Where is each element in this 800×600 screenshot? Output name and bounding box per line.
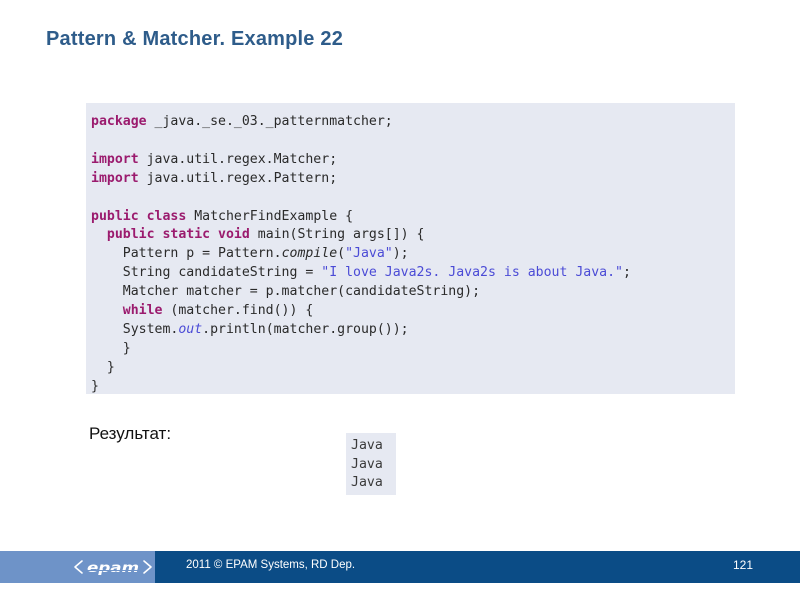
code-token: import (91, 170, 139, 186)
result-label: Результат: (89, 424, 172, 443)
code-token: _java._se._03._patternmatcher; (146, 114, 393, 129)
code-token: compile (281, 246, 338, 262)
epam-logo-icon: epam (72, 557, 154, 577)
code-token: System. (122, 321, 179, 337)
console-output-line: Java (351, 475, 383, 490)
code-line: while (matcher.find()) { (91, 302, 735, 321)
code-line: System.out.println(matcher.group()); (91, 321, 735, 340)
code-line (91, 189, 735, 208)
code-line: import java.util.regex.Pattern; (91, 170, 735, 189)
code-token: out (178, 321, 203, 337)
code-token: main(String args[]) { (249, 227, 425, 243)
code-token: ); (392, 246, 409, 262)
code-token: import (91, 151, 139, 167)
code-token: ( (337, 246, 346, 262)
code-line: } (91, 340, 735, 359)
code-token: while (122, 303, 163, 319)
code-lines: package _java._se._03._patternmatcher; i… (91, 113, 735, 394)
code-token: .println(matcher.group()); (202, 321, 409, 337)
footer-copyright: 2011 © EPAM Systems, RD Dep. (186, 559, 356, 571)
code-token: package (91, 114, 147, 129)
code-token: MatcherFindExample { (186, 208, 354, 224)
code-line (91, 132, 735, 151)
code-token: ; (622, 265, 631, 281)
code-token: (matcher.find()) { (162, 303, 314, 319)
code-line: } (91, 359, 735, 378)
code-token: } (122, 340, 131, 356)
code-token: java.util.regex.Pattern; (138, 170, 338, 186)
footer-light-band (0, 551, 155, 583)
footer-page-number: 121 (733, 558, 754, 572)
code-token: String candidateString = (122, 265, 322, 281)
code-line: Matcher matcher = p.matcher(candidateStr… (91, 283, 735, 302)
code-token: Matcher matcher = p.matcher(candidateStr… (122, 284, 481, 300)
code-line: } (91, 378, 735, 394)
code-token: public class (91, 208, 187, 224)
console-output-line: Java (351, 456, 383, 472)
svg-text:epam: epam (87, 561, 139, 576)
code-token: "Java" (345, 246, 393, 262)
code-block: package _java._se._03._patternmatcher; i… (86, 103, 735, 394)
code-line: Pattern p = Pattern.compile("Java"); (91, 245, 735, 264)
code-line: String candidateString = "I love Java2s.… (91, 264, 735, 283)
code-line: public static void main(String args[]) { (91, 226, 735, 245)
code-token: "I love Java2s. Java2s is about Java." (321, 265, 623, 281)
code-line: public class MatcherFindExample { (91, 208, 735, 227)
code-token: } (106, 359, 115, 375)
code-token: } (91, 378, 99, 394)
code-token: java.util.regex.Matcher; (138, 151, 338, 167)
code-token: public static void (106, 227, 250, 243)
code-line: package _java._se._03._patternmatcher; (91, 113, 735, 132)
code-line: import java.util.regex.Matcher; (91, 151, 735, 170)
page-title: Pattern & Matcher. Example 22 (46, 28, 344, 50)
footer: epam 2011 © EPAM Systems, RD Dep. 121 (0, 551, 800, 583)
code-token: Pattern p = Pattern. (122, 246, 282, 262)
console-output-line: Java (351, 438, 383, 453)
